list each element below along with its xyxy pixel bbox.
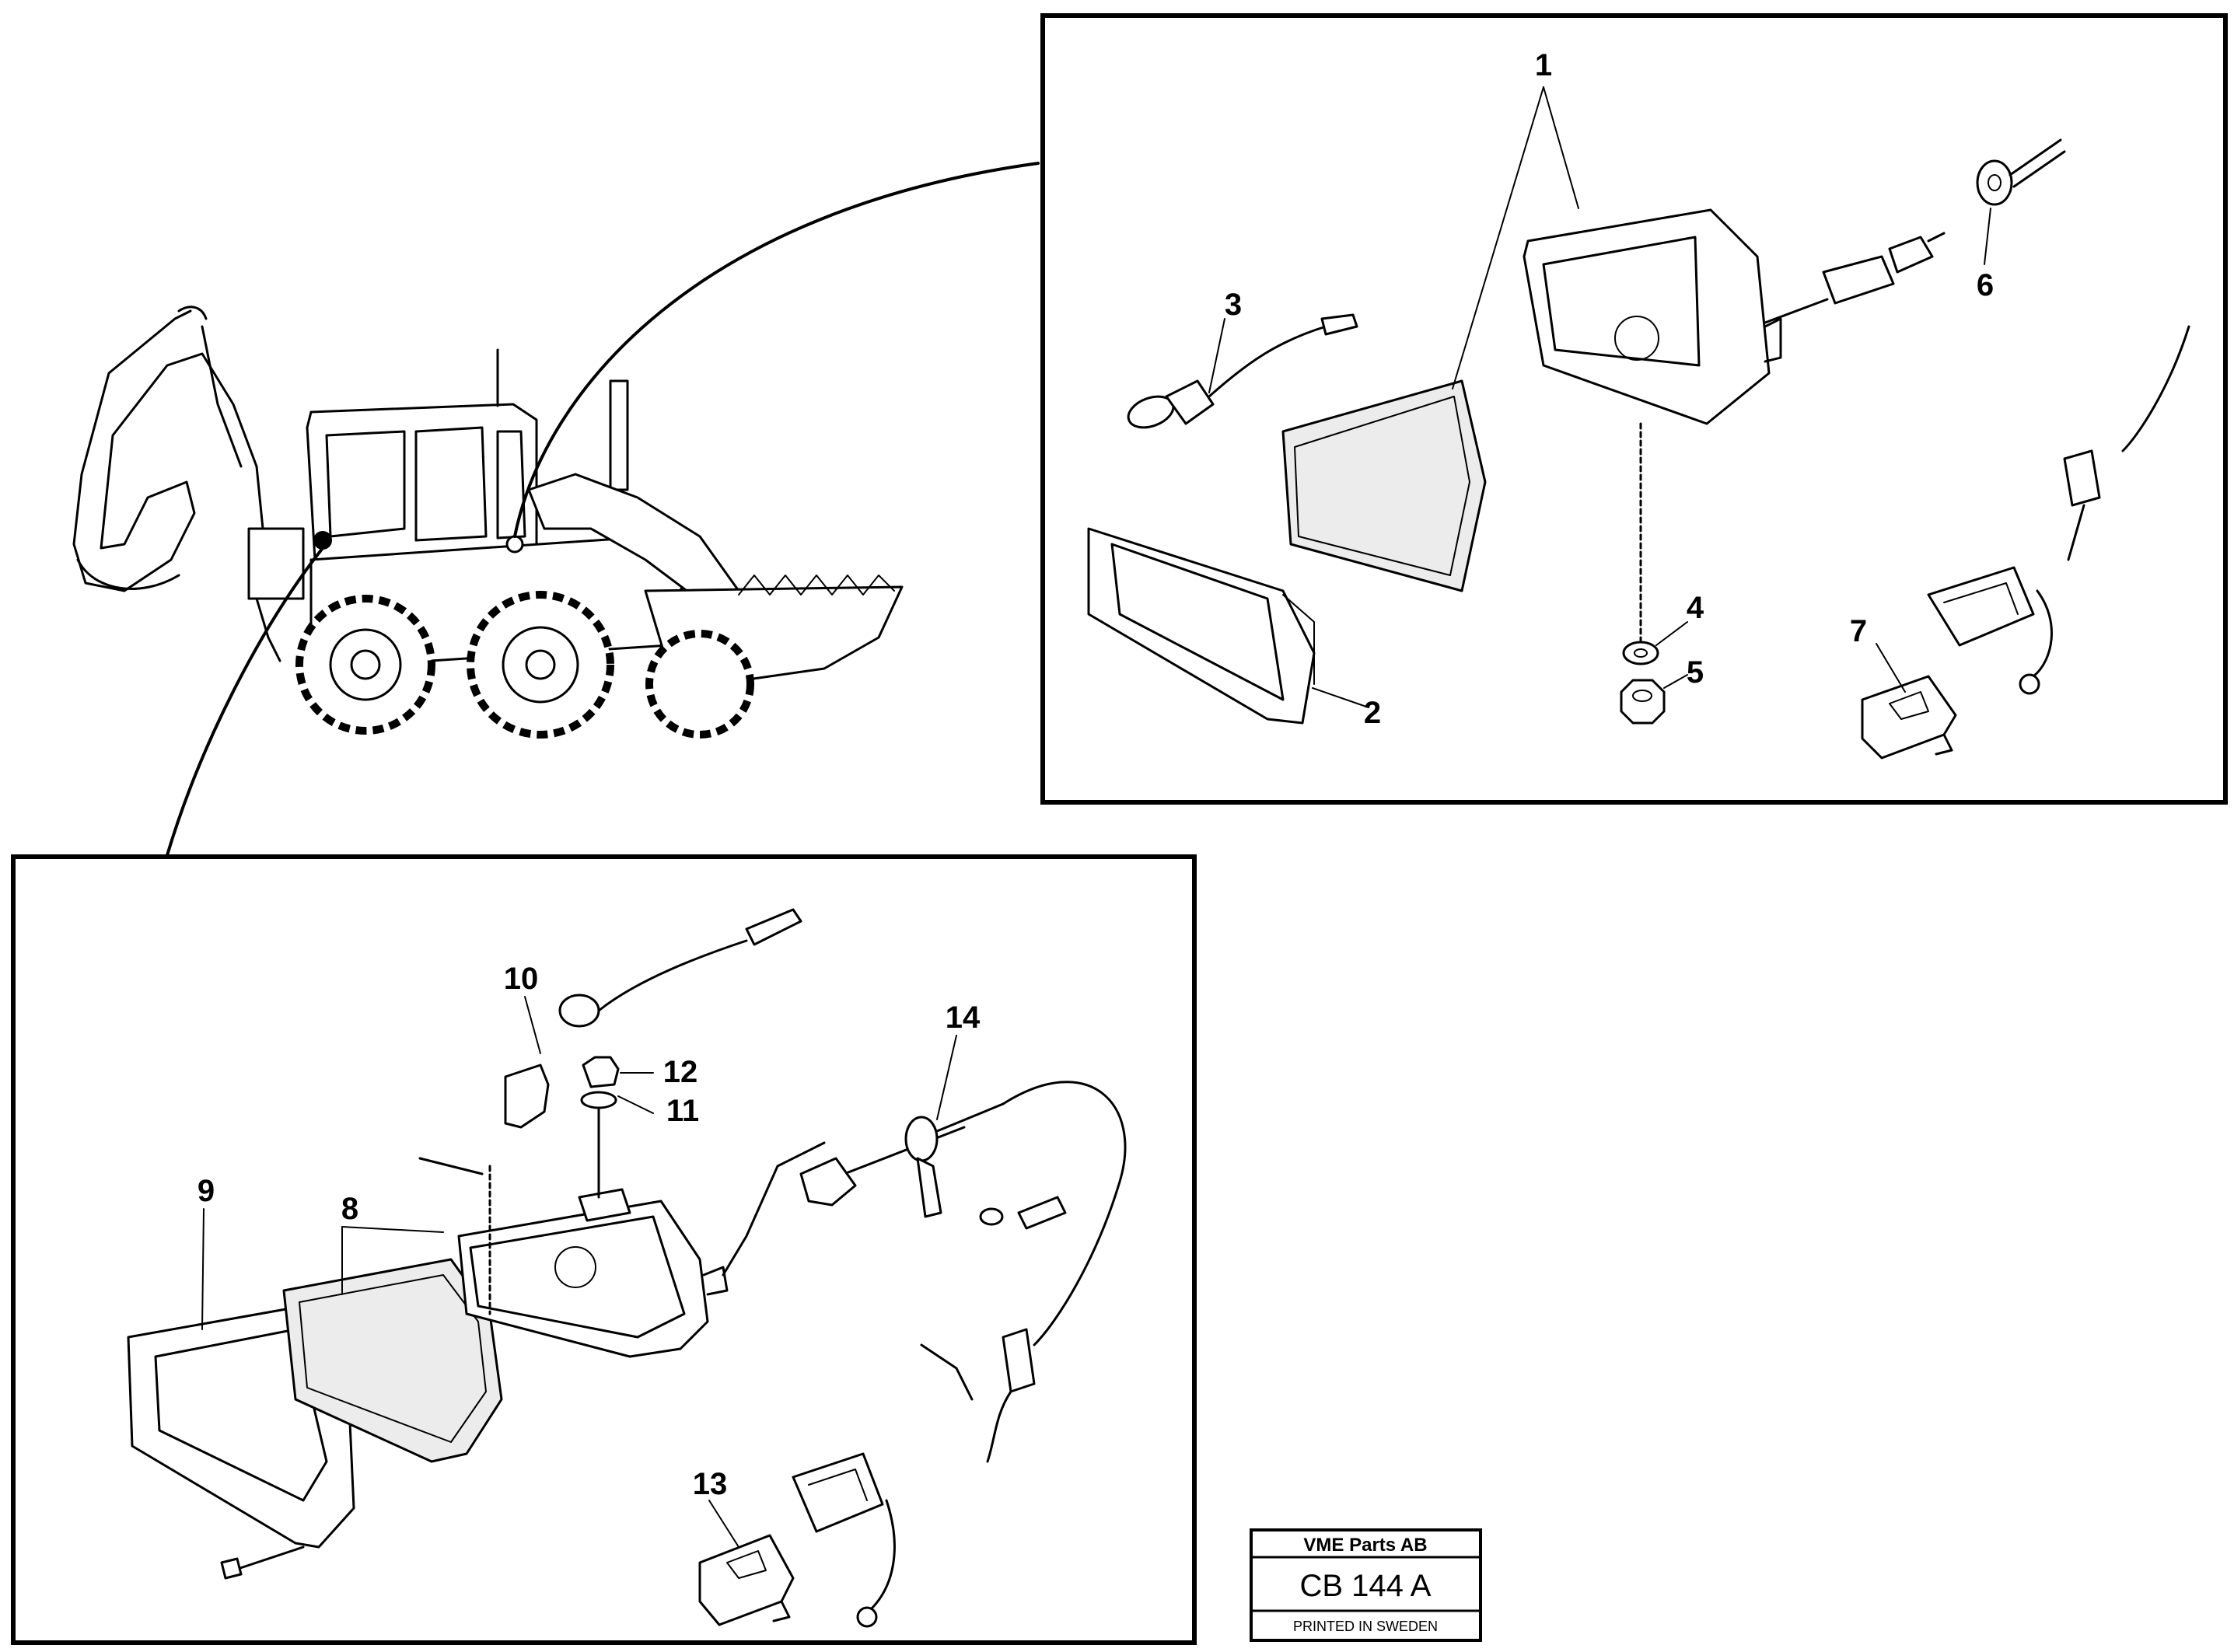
callout-12: 12 (663, 1055, 698, 1089)
washer-part-4 (1622, 641, 1659, 665)
callout-6: 6 (1977, 268, 1994, 302)
callout-7: 7 (1850, 614, 1867, 648)
cable-harness-right (1927, 325, 2190, 695)
callout-14: 14 (946, 1001, 981, 1035)
title-block-drawing-number: CB 144 A (1299, 1569, 1431, 1603)
callout-3: 3 (1225, 288, 1242, 322)
callout-13: 13 (693, 1467, 728, 1501)
leader-to-front-lamp-detail (513, 162, 1040, 538)
front-lamp-location-marker (505, 535, 524, 554)
bulb-part-10 (504, 908, 802, 1129)
callout-8: 8 (341, 1192, 358, 1226)
lamp-cable-connector (1764, 232, 1946, 324)
front-work-lamp-detail-frame (1040, 13, 2228, 805)
callout-2: 2 (1364, 696, 1381, 730)
leader-to-rear-lamp-detail (166, 547, 324, 857)
lamp-lens-part-8 (282, 1258, 503, 1463)
rear-lamp-location-marker (313, 531, 332, 550)
callout-10: 10 (504, 962, 539, 996)
nut-part-5 (1620, 679, 1666, 725)
callout-11: 11 (666, 1094, 699, 1128)
title-block-company: VME Parts AB (1303, 1535, 1427, 1556)
grommet-part-6 (1976, 138, 2066, 206)
callout-1: 1 (1535, 48, 1552, 82)
lamp-housing-part-1 (1523, 208, 1782, 655)
lamp-frame-part-2 (1087, 527, 1316, 725)
title-block: VME Parts AB CB 144 A PRINTED IN SWEDEN (1250, 1528, 1482, 1642)
lamp-lens-part-1 (1281, 379, 1487, 592)
backhoe-loader-illustration (72, 306, 904, 739)
lamp-housing-part-8 (457, 1102, 729, 1358)
connector-housing-part-7 (1861, 675, 1957, 760)
connector-housing-part-13 (698, 1534, 795, 1626)
cable-harness-bottom (418, 1081, 1127, 1628)
washer-part-11 (580, 1091, 617, 1109)
grommet-part-14 (799, 1102, 1067, 1230)
nut-part-12 (582, 1056, 620, 1088)
rear-work-lamp-detail-frame (11, 854, 1197, 1645)
callout-5: 5 (1687, 655, 1704, 690)
bulb-part-3 (1127, 313, 1358, 429)
callout-9: 9 (198, 1174, 215, 1208)
title-block-printed: PRINTED IN SWEDEN (1293, 1619, 1438, 1634)
callout-4: 4 (1687, 591, 1704, 625)
